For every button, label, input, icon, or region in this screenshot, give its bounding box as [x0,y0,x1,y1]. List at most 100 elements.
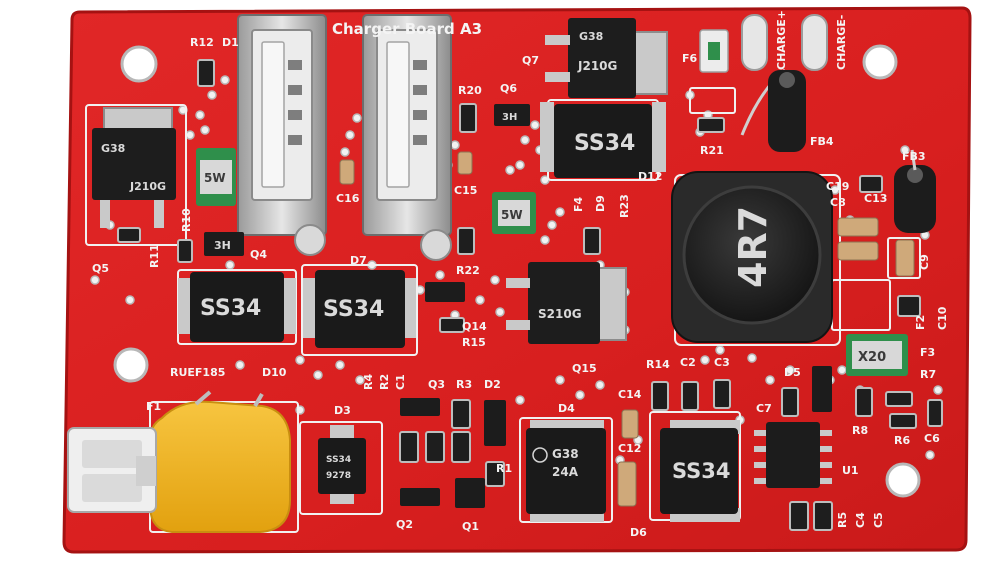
label-c4: C4 [854,512,867,528]
label-d5: D5 [784,366,801,379]
diode-d3-marking-1: SS34 [326,455,351,465]
mosfet-q15: S210G [506,262,627,344]
label-r21: R21 [700,144,724,157]
label-q5: Q5 [92,262,109,275]
label-r14: R14 [646,358,670,371]
label-c12: C12 [618,442,641,455]
diode-d6-marking: SS34 [672,459,731,483]
fuse-f4-marking: 5W [501,208,523,222]
label-c15: C15 [454,184,477,197]
label-fb3: FB3 [902,150,926,163]
mounting-holes [113,44,921,498]
label-d12: D12 [638,170,662,183]
label-r22: R22 [456,264,480,277]
label-c14: C14 [618,388,642,401]
label-f4: F4 [572,196,585,212]
label-d3: D3 [334,404,351,417]
label-d4: D4 [558,402,575,415]
silkscreen-labels: Charger Board A3 R12 D1 Q7 F6 CHARGE+ CH… [92,10,949,539]
transistor-q6-marking: 3H [502,112,517,123]
label-r20: R20 [458,84,482,97]
diode-left-ss34: SS34 [178,272,296,342]
diode-d4-marking-1: G38 [552,447,579,461]
usb-port-left[interactable] [237,14,327,256]
label-r11: R11 [148,244,161,268]
mosfet-q15-marking: S210G [538,307,582,321]
label-q2: Q2 [396,518,413,531]
label-q7: Q7 [522,54,539,67]
label-q3: Q3 [428,378,445,391]
transistors-misc [400,282,832,508]
label-f6: F6 [682,52,698,65]
label-d10: D10 [262,366,287,379]
board-title: Charger Board A3 [332,20,482,38]
ic-u1 [754,422,832,488]
connector-jst[interactable] [67,427,157,513]
label-r2: R2 [378,374,391,390]
label-c7: C7 [756,402,772,415]
label-d7: D7 [350,254,367,267]
diode-d12-marking: SS34 [574,131,635,156]
diode-d7: SS34 [303,270,416,348]
fuse-f3: X20 [846,334,908,376]
charge-pads [741,14,828,71]
usb-port-right[interactable] [362,14,452,261]
mosfet-q5: G38 J210G [92,107,176,228]
label-d6: D6 [630,526,647,539]
inductor-marking: 4R7 [731,206,775,288]
transistor-q4-marking: 3H [214,239,231,252]
label-r1: R1 [496,462,512,475]
label-f1: F1 [146,400,161,413]
label-c10: C10 [936,306,949,330]
mosfet-q7-marking-1: G38 [579,30,603,43]
label-r23: R23 [618,194,631,218]
diode-left-marking: SS34 [200,296,261,321]
label-q15: Q15 [572,362,597,375]
label-c5: C5 [872,512,885,528]
label-r8: R8 [852,424,868,437]
label-q4: Q4 [250,248,267,261]
fuse-f3-marking: X20 [858,350,886,365]
label-charge-minus: CHARGE- [835,15,848,70]
label-r7: R7 [920,368,936,381]
fuse-f1 [149,390,291,533]
power-inductor: 4R7 [671,171,833,343]
label-ruef185: RUEF185 [170,366,225,379]
label-fb4: FB4 [810,135,834,148]
label-r12: R12 [190,36,214,49]
diode-d6: SS34 [660,420,740,522]
mosfet-q7-marking-2: J210G [577,59,617,73]
ferrite-fb3 [894,149,936,233]
label-r6: R6 [894,434,910,447]
mosfet-q7: G38 J210G [545,18,668,98]
diode-d4-marking-2: 24A [552,465,579,479]
label-d9: D9 [594,195,607,212]
label-f3: F3 [920,346,935,359]
fuse-small-5w: 5W [196,148,236,206]
diode-d3: SS34 9278 [318,425,366,504]
fuse-small-marking: 5W [204,171,226,185]
label-c9: C9 [918,254,931,270]
label-c2: C2 [680,356,696,369]
fuse-f4: 5W [492,192,536,234]
label-u1: U1 [842,464,859,477]
label-d1: D1 [222,36,239,49]
label-c6: C6 [924,432,940,445]
mosfet-q5-marking-2: J210G [129,180,166,193]
label-q14: Q14 [462,320,487,333]
label-c16: C16 [336,192,360,205]
label-q6: Q6 [500,82,517,95]
transistor-q6: 3H [494,104,530,126]
label-c13: C13 [864,192,887,205]
label-r15: R15 [462,336,486,349]
label-r4: R4 [362,374,375,390]
fuse-f6 [699,29,729,73]
label-c3: C3 [714,356,730,369]
diode-d3-marking-2: 9278 [326,471,351,481]
diode-d12: SS34 [540,102,666,178]
diode-d7-marking: SS34 [323,297,384,322]
passive-chips [117,59,943,531]
label-charge-plus: CHARGE+ [775,10,788,70]
ferrite-fb4 [740,68,806,152]
